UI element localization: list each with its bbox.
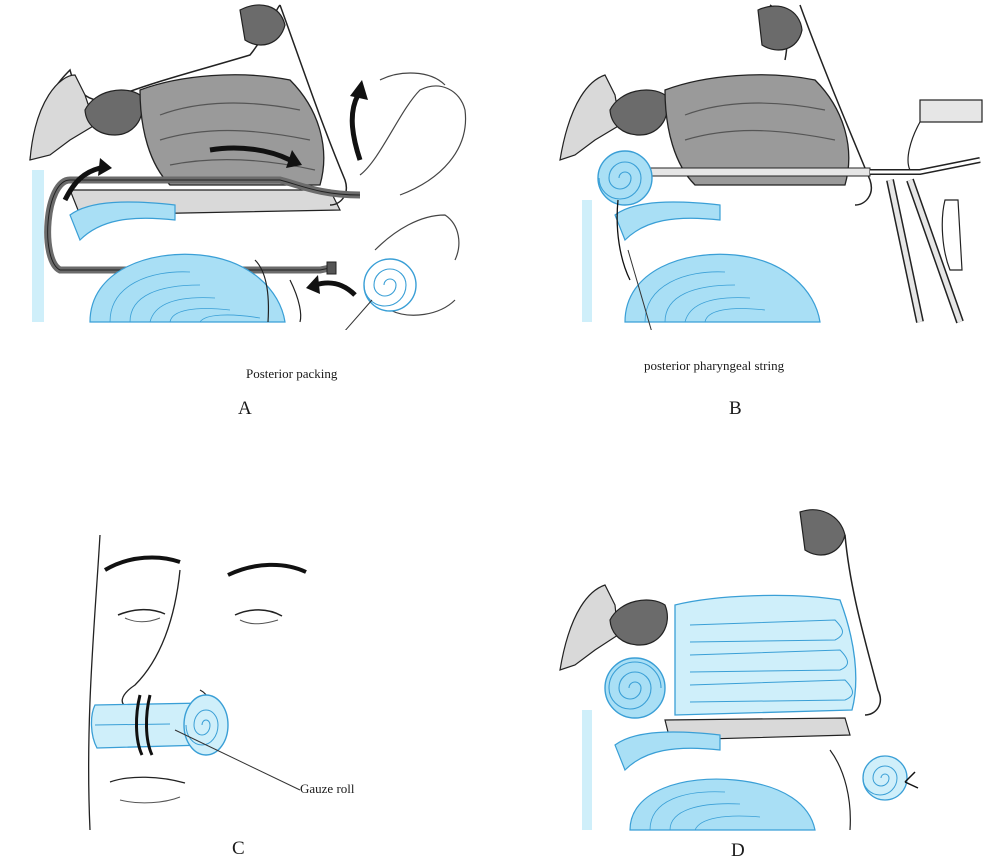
panel-b-illustration (500, 0, 983, 330)
panel-c-illustration (0, 500, 480, 835)
panel-c: Gauze roll C (0, 500, 480, 868)
panel-b: posterior pharyngeal string B (500, 0, 983, 430)
panel-letter-d: D (731, 840, 745, 862)
panel-letter-a: A (238, 398, 252, 420)
panel-d: D (500, 500, 983, 868)
panel-d-illustration (500, 500, 983, 835)
panel-letter-b: B (729, 398, 742, 420)
panel-a-illustration (0, 0, 480, 330)
panel-a: Posterior packing A (0, 0, 480, 430)
label-posterior-pharyngeal-string: posterior pharyngeal string (644, 358, 784, 374)
label-posterior-packing: Posterior packing (246, 366, 337, 382)
label-gauze-roll: Gauze roll (300, 781, 355, 797)
panel-letter-c: C (232, 838, 245, 860)
